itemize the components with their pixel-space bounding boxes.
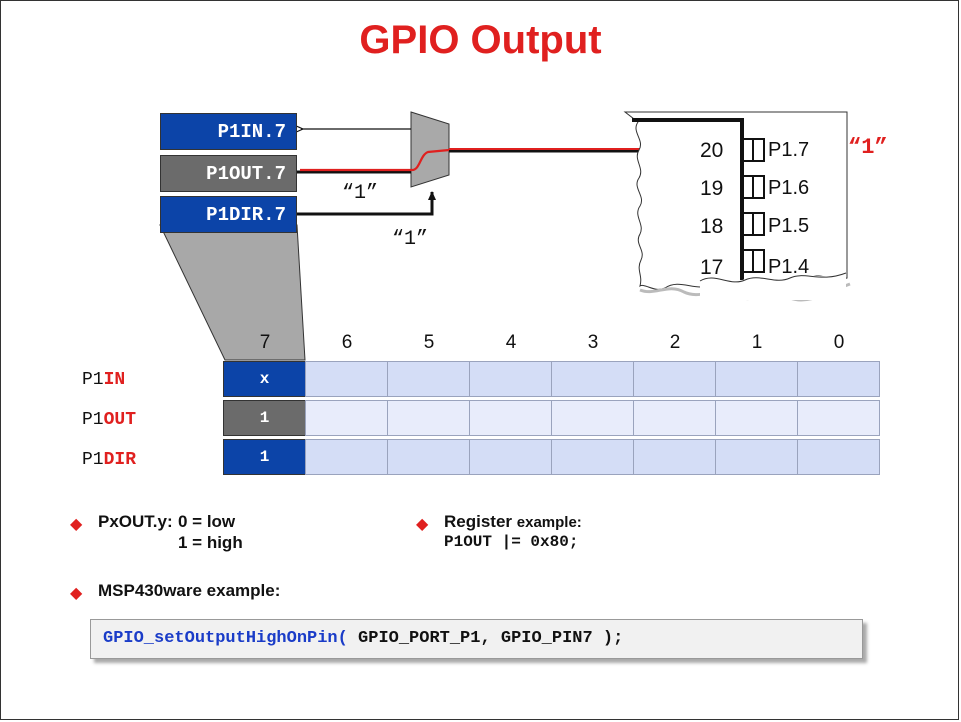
table-cell xyxy=(387,439,470,475)
table-cell xyxy=(387,400,470,436)
table-cell xyxy=(715,361,798,397)
table-cell-bit7: 1 xyxy=(223,400,306,436)
bit-header: 3 xyxy=(587,332,599,353)
bit-header: 5 xyxy=(423,332,435,353)
pxout-one: 1 = high xyxy=(178,533,243,552)
register-p1out: P1OUT.7 xyxy=(160,155,297,192)
bit-header: 4 xyxy=(505,332,517,353)
row-label-p1in: P1IN xyxy=(82,370,126,390)
pin-name: P1.5 xyxy=(768,215,810,237)
table-cell xyxy=(797,439,880,475)
table-cell xyxy=(551,361,634,397)
dir-value-label: “1” xyxy=(392,228,429,251)
pin-row-clipped: 17 P1.4 xyxy=(690,256,850,278)
table-cell xyxy=(715,439,798,475)
out-value-label: “1” xyxy=(342,182,379,205)
table-cell xyxy=(633,361,716,397)
bit-header: 7 xyxy=(259,332,271,353)
table-cell xyxy=(305,361,388,397)
p1out-signal xyxy=(300,148,450,172)
mux-block xyxy=(410,111,450,188)
table-cell xyxy=(633,400,716,436)
msp430ware-label: MSP430ware example: xyxy=(98,581,281,600)
pin-name: P1.6 xyxy=(768,177,810,199)
table-cell xyxy=(469,439,552,475)
table-cell xyxy=(797,400,880,436)
table-cell xyxy=(305,400,388,436)
register-p1in: P1IN.7 xyxy=(160,113,297,150)
pin-name: P1.4 xyxy=(768,256,810,278)
pin-name: P1.7 xyxy=(768,139,810,161)
table-cell xyxy=(387,361,470,397)
bit-header: 0 xyxy=(833,332,845,353)
table-cell xyxy=(469,361,552,397)
pin-number: 18 xyxy=(700,215,724,238)
register-example: Register example: xyxy=(444,512,582,531)
table-cell xyxy=(469,400,552,436)
table-cell xyxy=(715,400,798,436)
bit-header: 2 xyxy=(669,332,681,353)
pin-stubs xyxy=(741,138,765,273)
bullet-diamond-icon: ◆ xyxy=(416,516,429,533)
bit-header: 1 xyxy=(751,332,763,353)
pin-number: 20 xyxy=(700,139,724,162)
row-label-p1out: P1OUT xyxy=(82,410,137,430)
register-code: P1OUT |= 0x80; xyxy=(444,533,579,551)
table-cell xyxy=(551,439,634,475)
pin-number: 17 xyxy=(700,256,724,278)
bullet-diamond-icon: ◆ xyxy=(70,516,83,533)
table-cell xyxy=(797,361,880,397)
bullet-diamond-icon: ◆ xyxy=(70,585,83,602)
code-args: GPIO_PORT_P1, GPIO_PIN7 ); xyxy=(347,629,624,648)
p1dir-line xyxy=(297,191,436,216)
pin-value-label: “1” xyxy=(848,135,888,160)
row-label-p1dir: P1DIR xyxy=(82,450,137,470)
code-function: GPIO_setOutputHighOnPin( xyxy=(103,629,348,648)
table-cell-bit7: x xyxy=(223,361,306,397)
msp430ware-code-box: GPIO_setOutputHighOnPin( GPIO_PORT_P1, G… xyxy=(90,619,863,659)
table-cell xyxy=(633,439,716,475)
table-cell xyxy=(305,439,388,475)
slide-title: GPIO Output xyxy=(359,18,602,62)
pxout-label: PxOUT.y: xyxy=(98,512,173,531)
pin-number: 19 xyxy=(700,177,724,200)
table-cell-bit7: 1 xyxy=(223,439,306,475)
pxout-zero: 0 = low xyxy=(178,512,236,531)
bit-header: 6 xyxy=(341,332,353,353)
register-p1dir: P1DIR.7 xyxy=(160,196,297,233)
table-cell xyxy=(551,400,634,436)
